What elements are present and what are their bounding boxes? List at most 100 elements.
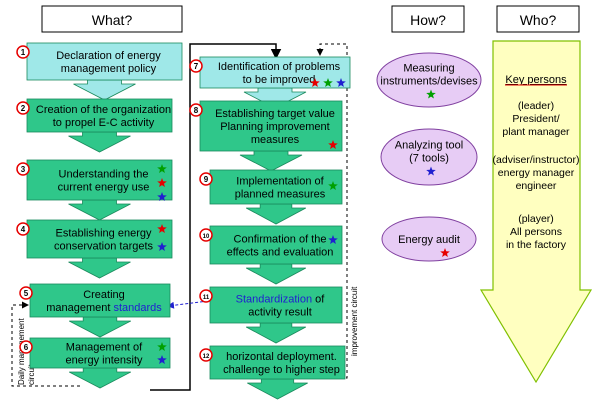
step-label-line: current energy use bbox=[58, 182, 150, 194]
who-column: Key persons (leader)President/plant mana… bbox=[479, 40, 593, 384]
star-green bbox=[328, 181, 338, 190]
step-number-badge bbox=[16, 222, 30, 236]
who-arrow-shape bbox=[479, 40, 593, 384]
step-number-badge bbox=[16, 101, 30, 115]
who-line: in the factory bbox=[506, 239, 567, 251]
step-arrowhead bbox=[239, 150, 303, 172]
step-number: 11 bbox=[203, 295, 210, 301]
step-number-badge bbox=[199, 348, 213, 362]
step-label-line: to be improved bbox=[243, 74, 316, 86]
step-label-line: Declaration of energy bbox=[56, 50, 161, 62]
step-label-line: conservation targets bbox=[54, 241, 154, 253]
who-groups: (leader)President/plant manager (adviser/… bbox=[493, 100, 580, 251]
who-line: energy manager bbox=[498, 167, 575, 179]
step-number: 1 bbox=[21, 48, 26, 57]
how-oval bbox=[376, 52, 482, 108]
step-number: 8 bbox=[194, 106, 199, 115]
step-number: 9 bbox=[204, 175, 209, 184]
step-arrowhead bbox=[68, 199, 131, 221]
step-label-line: challenge to higher step bbox=[223, 364, 340, 376]
step-label-line: Standardization of bbox=[236, 294, 326, 306]
step-box bbox=[26, 98, 173, 133]
step-arrowhead bbox=[243, 87, 307, 109]
who-line: (player) bbox=[518, 213, 554, 225]
step-label-line: Planning improvement bbox=[220, 121, 329, 133]
step-arrowhead bbox=[68, 131, 131, 153]
who-line: (adviser/instructor) bbox=[493, 154, 580, 166]
star-red bbox=[157, 224, 167, 233]
step-number-badge bbox=[199, 289, 213, 303]
step-label-line: horizontal deployment. bbox=[226, 351, 337, 363]
star-red bbox=[328, 140, 338, 149]
star-red bbox=[440, 248, 450, 257]
header-how-label: How? bbox=[410, 12, 446, 28]
who-group-1: (leader)President/plant manager bbox=[502, 100, 570, 138]
star-green bbox=[426, 89, 436, 99]
step-arrowhead bbox=[68, 257, 131, 279]
step-number-badge bbox=[16, 162, 30, 176]
star-green bbox=[157, 342, 167, 351]
step-arrowhead bbox=[73, 79, 136, 101]
step-label-line: Establishing energy bbox=[55, 228, 152, 240]
how-label-line: (7 tools) bbox=[409, 153, 449, 165]
step-number-badge bbox=[16, 45, 30, 59]
step-label-line: management policy bbox=[61, 63, 157, 75]
step-12: 12 horizontal deployment.challenge to hig… bbox=[199, 345, 346, 400]
step-label-line: energy intensity bbox=[65, 355, 143, 367]
step-number-badge bbox=[19, 286, 33, 300]
step-label-line: Confirmation of the bbox=[234, 234, 327, 246]
who-group-2: (adviser/instructor)energy managerengine… bbox=[493, 154, 580, 192]
step-label-line: planned measures bbox=[235, 189, 326, 201]
star-blue bbox=[328, 235, 338, 244]
highlight-word: Standardization bbox=[236, 294, 312, 306]
header-how: How? bbox=[391, 5, 465, 33]
step-label-line: Management of bbox=[66, 342, 143, 354]
step-number-badge bbox=[189, 103, 203, 117]
how-label-line: instruments/devises bbox=[380, 76, 478, 88]
star-green bbox=[323, 78, 333, 87]
who-line: President/ bbox=[512, 113, 559, 125]
step-box bbox=[199, 100, 343, 152]
highlight-word: standards bbox=[113, 302, 162, 314]
how-label-line: Energy audit bbox=[398, 234, 460, 246]
who-line: plant manager bbox=[502, 126, 570, 138]
step-number: 12 bbox=[203, 354, 210, 360]
star-blue bbox=[426, 166, 436, 176]
star-red bbox=[310, 78, 320, 87]
step-label-line: Establishing target value bbox=[215, 108, 335, 120]
how-tool-2: Analyzing tool(7 tools) bbox=[380, 128, 478, 186]
step-label-line: measures bbox=[251, 134, 300, 146]
step-label-line: to propel E-C activity bbox=[53, 117, 155, 129]
who-line: All persons bbox=[510, 226, 562, 238]
star-blue bbox=[157, 192, 167, 201]
header-who-label: Who? bbox=[520, 12, 557, 28]
step-number: 6 bbox=[24, 343, 29, 352]
step-number-badge bbox=[189, 59, 203, 73]
step-number-badge bbox=[199, 172, 213, 186]
step-box bbox=[209, 169, 343, 205]
how-label-line: Measuring bbox=[403, 63, 454, 75]
who-title: Key persons bbox=[505, 74, 567, 86]
how-oval bbox=[380, 128, 478, 186]
flow-left-to-right bbox=[150, 43, 282, 391]
step-label-line: effects and evaluation bbox=[227, 247, 334, 259]
step-box bbox=[26, 159, 173, 201]
step-arrowhead bbox=[245, 322, 307, 344]
star-blue bbox=[157, 242, 167, 251]
who-line: (leader) bbox=[518, 100, 554, 112]
step-number: 2 bbox=[21, 104, 26, 113]
header-what-label: What? bbox=[92, 12, 133, 28]
step-box bbox=[209, 345, 346, 380]
